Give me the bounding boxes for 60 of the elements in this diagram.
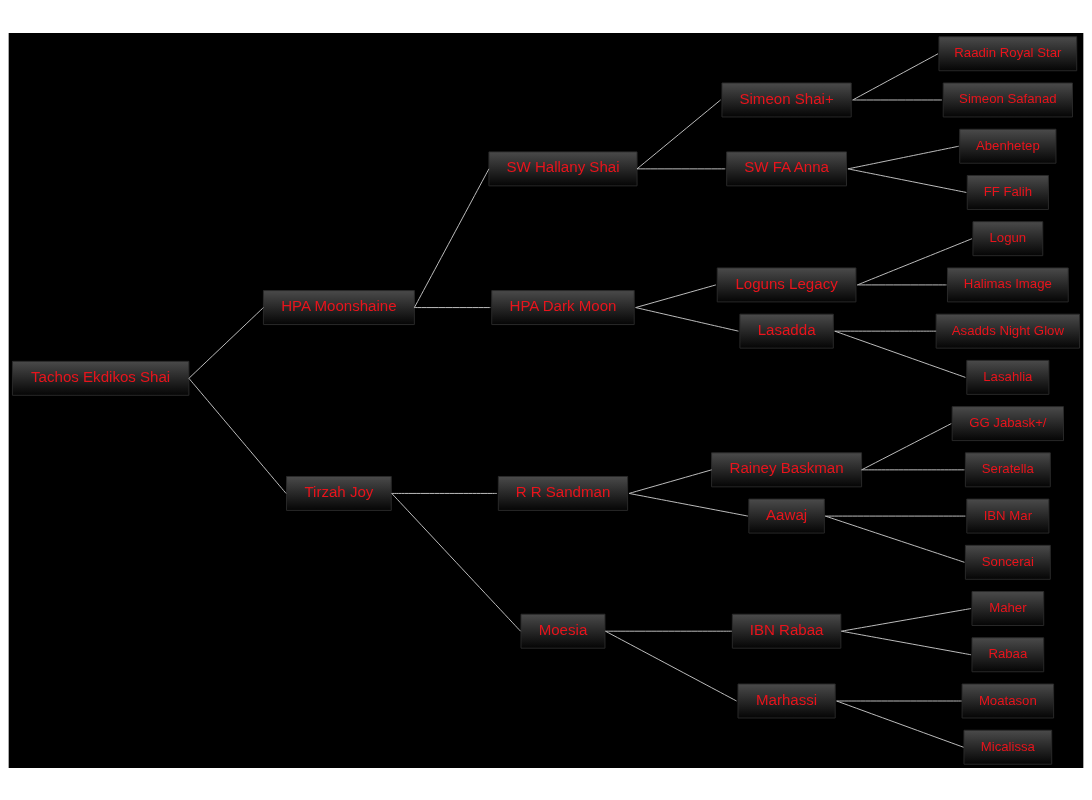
node-box: Soncerai	[964, 544, 1051, 580]
connector	[861, 422, 952, 470]
connector	[188, 306, 264, 379]
connector	[635, 306, 739, 332]
node-box: Maher	[971, 590, 1045, 626]
connector	[413, 167, 490, 308]
node-box: Marhassi	[737, 683, 836, 718]
connector	[636, 167, 726, 169]
node-box: HPA Moonshaine	[262, 289, 415, 325]
node-box: Lasadda	[739, 313, 834, 349]
node-box: SW FA Anna	[726, 150, 847, 186]
connector	[635, 283, 717, 308]
node-box: Micalissa	[963, 729, 1053, 765]
node-box: FF Falih	[966, 174, 1049, 210]
node-box: Logun	[972, 220, 1044, 256]
node-box: Tachos Ekdikos Shai	[11, 360, 190, 396]
connector	[840, 630, 972, 655]
node-box: R R Sandman	[497, 475, 629, 511]
connector	[391, 492, 521, 632]
node-box: GG Jabask+/	[951, 405, 1064, 441]
node-box: HPA Dark Moon	[491, 289, 635, 325]
connector	[628, 492, 749, 517]
connector	[413, 306, 491, 308]
connector	[856, 283, 947, 285]
connector	[836, 700, 964, 748]
node-box: Tirzah Joy	[286, 475, 392, 511]
node-box: IBN Rabaa	[731, 613, 842, 649]
node-box: Aawaj	[748, 498, 825, 534]
node-box: Loguns Legacy	[716, 266, 857, 302]
connector	[636, 99, 721, 169]
node-box: Raadin Royal Star	[938, 35, 1078, 71]
connector	[856, 237, 973, 285]
connector	[836, 700, 963, 701]
connector	[628, 468, 713, 494]
node-box: Simeon Safanad	[942, 82, 1073, 117]
connector	[188, 377, 287, 494]
connector	[852, 99, 943, 100]
connector	[847, 167, 967, 193]
connector	[391, 492, 498, 494]
connector	[847, 145, 960, 169]
node-box: Rainey Baskman	[711, 451, 863, 487]
node-box: IBN Mar	[966, 498, 1050, 534]
node-box: Abenhetep	[959, 128, 1057, 164]
connector	[824, 515, 965, 563]
node-box: Simeon Shai+	[721, 82, 852, 117]
connector	[834, 330, 966, 378]
node-box: SW Hallany Shai	[488, 150, 638, 186]
node-box: Halimas Image	[947, 266, 1069, 302]
connector	[604, 630, 738, 701]
node-box: Moatason	[961, 683, 1055, 718]
node-box: Moesia	[520, 613, 606, 649]
connector	[861, 468, 965, 470]
connector	[604, 630, 733, 632]
node-box: Lasahlia	[966, 359, 1050, 395]
node-box: Asadds Night Glow	[935, 313, 1081, 349]
node-box: Rabaa	[971, 636, 1045, 672]
node-box: Seratella	[964, 451, 1051, 487]
connector	[840, 607, 972, 632]
connector	[824, 515, 966, 517]
connector	[852, 52, 939, 100]
